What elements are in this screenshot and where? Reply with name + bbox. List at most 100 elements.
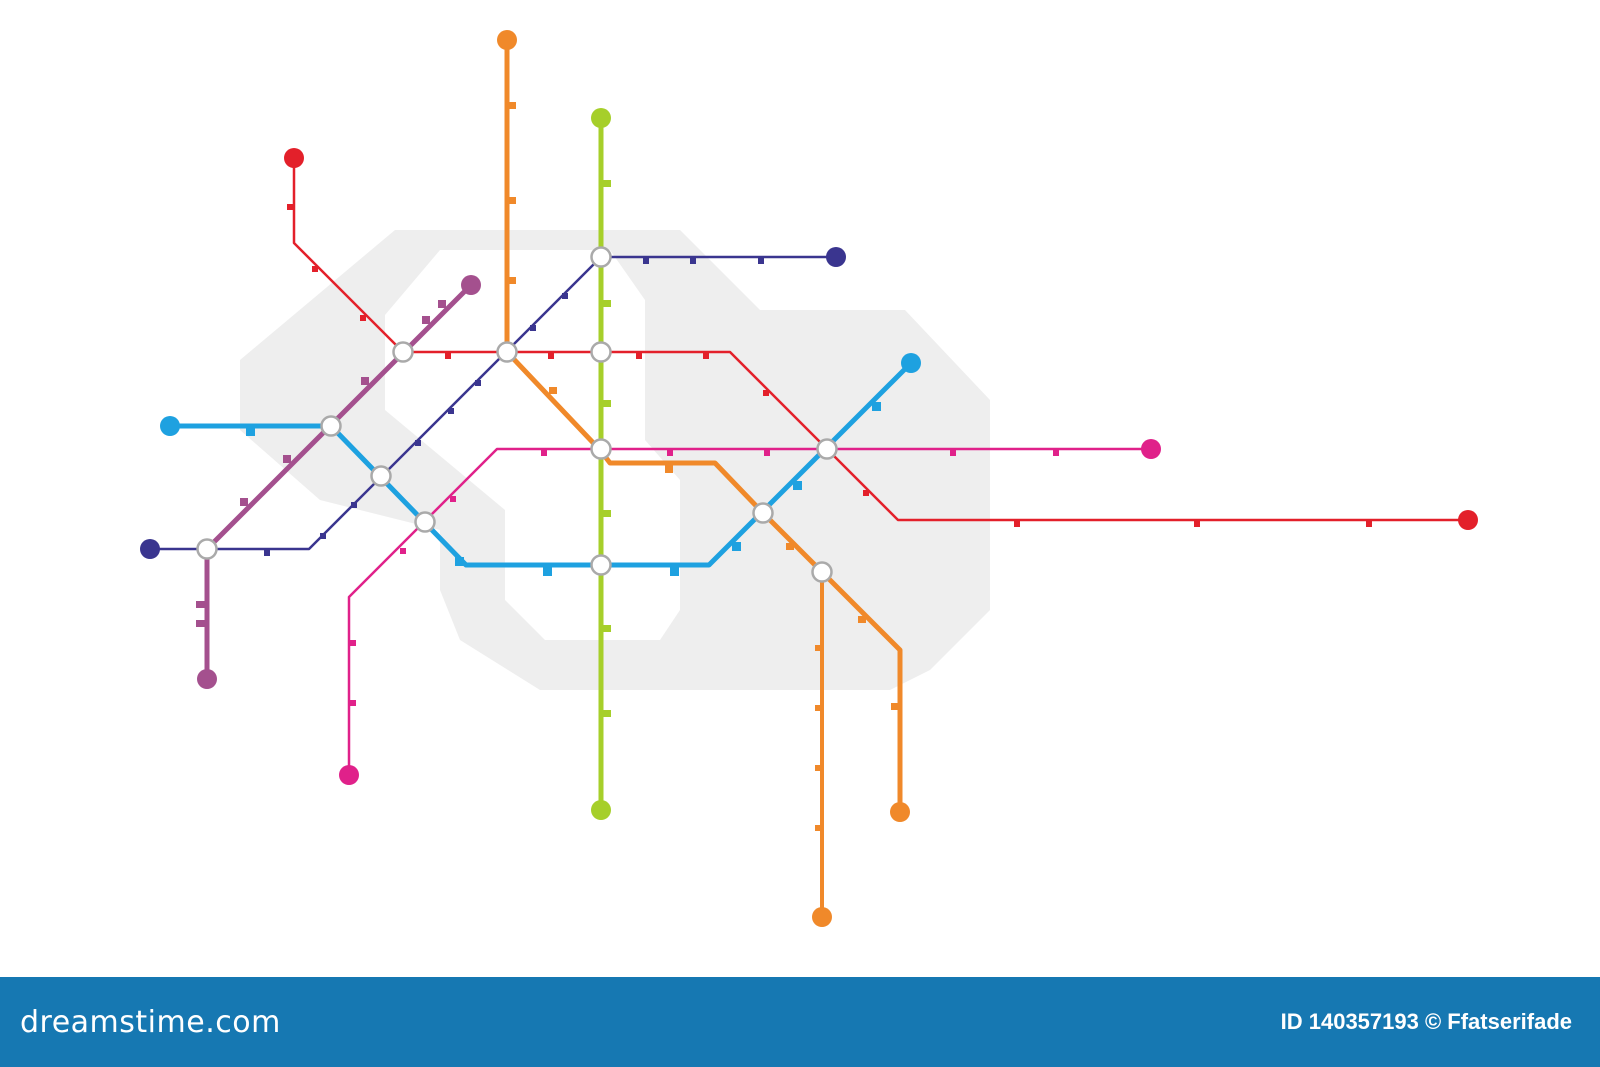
navy-station-tick (448, 408, 454, 414)
magenta-line-terminus-east (1141, 439, 1161, 459)
magenta-station-tick (950, 450, 956, 456)
navy-line-terminus-east (826, 247, 846, 267)
navy-station-tick (475, 380, 481, 386)
map-backdrop-shape (240, 230, 990, 690)
magenta-station-tick (350, 700, 356, 706)
blue-station-tick (455, 557, 464, 566)
interchange-station (392, 341, 414, 363)
lime-station-tick (602, 400, 611, 407)
red-line (284, 148, 1478, 530)
purple-line-terminus-northeast (461, 275, 481, 295)
purple-station-tick (196, 620, 205, 627)
lime-station-tick (602, 300, 611, 307)
transit-map (140, 30, 1478, 927)
magenta-line-terminus-south (339, 765, 359, 785)
red-station-tick (312, 266, 318, 272)
blue-station-tick (793, 481, 802, 490)
magenta-station-tick (450, 496, 456, 502)
navy-station-tick (758, 258, 764, 264)
lime-line (591, 108, 611, 820)
orange-station-tick (815, 765, 822, 771)
blue-station-tick (543, 567, 552, 576)
navy-station-tick (320, 533, 326, 539)
magenta-station-tick (1053, 450, 1059, 456)
red-station-tick (1194, 521, 1200, 527)
orange-line (497, 30, 910, 927)
interchange-station (590, 341, 612, 363)
red-station-tick (636, 353, 642, 359)
interchange-station (811, 561, 833, 583)
magenta-station-tick (764, 450, 770, 456)
purple-station-tick (196, 601, 205, 608)
orange-line-terminus-southwest (812, 907, 832, 927)
orange-station-tick (508, 277, 516, 284)
orange-station-tick (815, 825, 822, 831)
navy-station-tick (530, 325, 536, 331)
lime-station-tick (602, 710, 611, 717)
interchange-station (590, 438, 612, 460)
red-line-route (292, 156, 1470, 522)
purple-line-terminus-south (197, 669, 217, 689)
orange-station-tick (786, 543, 794, 550)
orange-station-tick (508, 102, 516, 109)
purple-station-tick (438, 300, 446, 308)
interchange-station (370, 465, 392, 487)
magenta-station-tick (667, 450, 673, 456)
orange-station-tick (549, 387, 557, 394)
navy-station-tick (264, 550, 270, 556)
red-station-tick (445, 353, 451, 359)
interchanges (196, 246, 838, 583)
image-credit: ID 140357193 © Ffatserifade (1280, 1009, 1572, 1034)
orange-station-tick (858, 616, 866, 623)
blue-station-tick (670, 567, 679, 576)
blue-station-tick (732, 542, 741, 551)
footer-bar: dreamstime.com ID 140357193 © Ffatserifa… (0, 977, 1600, 1067)
interchange-station (320, 415, 342, 437)
orange-station-tick (815, 645, 822, 651)
red-station-tick (703, 353, 709, 359)
interchange-station (816, 438, 838, 460)
magenta-station-tick (541, 450, 547, 456)
interchange-station (752, 502, 774, 524)
orange-line-terminus-south (890, 802, 910, 822)
lime-line-terminus-north (591, 108, 611, 128)
interchange-station (414, 511, 436, 533)
orange-station-tick (665, 465, 673, 473)
orange-line-route-main (504, 37, 903, 815)
navy-station-tick (415, 440, 421, 446)
orange-station-tick (815, 705, 822, 711)
navy-line (140, 247, 846, 559)
navy-station-tick (562, 293, 568, 299)
red-station-tick (763, 390, 769, 396)
magenta-station-tick (400, 548, 406, 554)
red-station-tick (360, 315, 366, 321)
interchange-station (590, 554, 612, 576)
interchange-station (590, 246, 612, 268)
navy-station-tick (690, 258, 696, 264)
navy-line-route (148, 255, 838, 551)
blue-line-terminus-east (901, 353, 921, 373)
navy-line-terminus-west (140, 539, 160, 559)
red-station-tick (1366, 521, 1372, 527)
lime-station-tick (602, 510, 611, 517)
navy-station-tick (351, 502, 357, 508)
purple-station-tick (422, 316, 430, 324)
blue-line-route (167, 360, 914, 568)
blue-station-tick (872, 402, 881, 411)
brand-logo-text[interactable]: dreamstime.com (20, 1004, 281, 1040)
red-station-tick (287, 204, 293, 210)
purple-station-tick (240, 498, 248, 506)
red-station-tick (548, 353, 554, 359)
orange-station-tick (508, 197, 516, 204)
blue-line (160, 353, 921, 576)
purple-station-tick (361, 377, 369, 385)
lime-station-tick (602, 180, 611, 187)
navy-station-tick (643, 258, 649, 264)
red-station-tick (1014, 521, 1020, 527)
orange-station-tick (891, 703, 899, 710)
orange-line-terminus-north (497, 30, 517, 50)
lime-station-tick (602, 625, 611, 632)
red-station-tick (863, 490, 869, 496)
lime-line-terminus-south (591, 800, 611, 820)
purple-station-tick (283, 455, 291, 463)
